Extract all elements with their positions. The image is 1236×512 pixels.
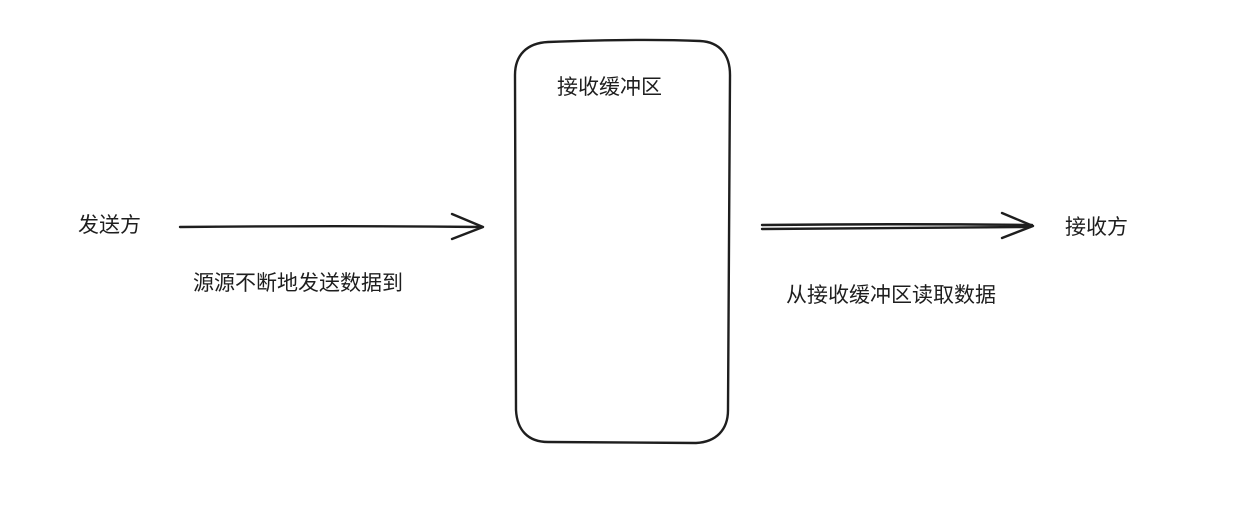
read-arrow-head [1000, 211, 1035, 240]
read-arrow-label: 从接收缓冲区读取数据 [786, 283, 996, 307]
send-arrow [178, 212, 485, 241]
send-arrow-head [450, 212, 485, 241]
receiver-label: 接收方 [1065, 215, 1128, 239]
buffer-label: 接收缓冲区 [557, 75, 662, 99]
send-arrow-label: 源源不断地发送数据到 [193, 271, 403, 295]
read-arrow [760, 211, 1035, 240]
read-arrow-shaft-1 [760, 223, 1034, 227]
send-arrow-shaft [178, 225, 484, 229]
receive-buffer-box [513, 38, 732, 445]
read-arrow-shaft-2 [760, 225, 1032, 231]
sender-label: 发送方 [78, 213, 141, 237]
